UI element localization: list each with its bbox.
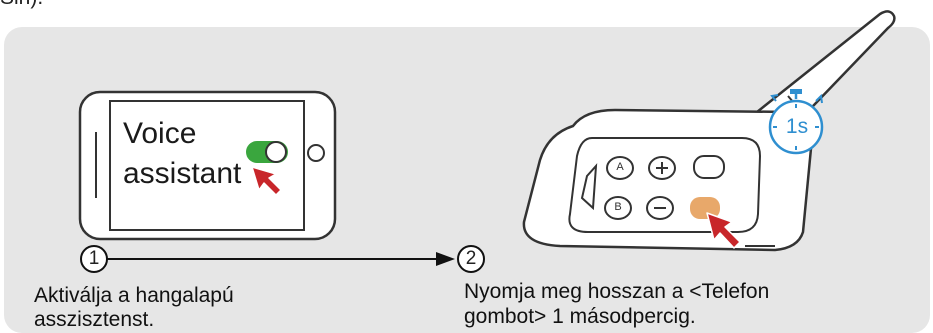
- step-2-text-line2: gombot> 1 másodpercig.: [464, 305, 696, 328]
- step-1-number: 1: [88, 248, 100, 269]
- header-fragment: Sin).: [0, 0, 43, 10]
- timer-label: 1s: [785, 115, 809, 138]
- step-1-text-line1: Aktiválja a hangalapú: [34, 284, 234, 307]
- phone-assistant-label: assistant: [123, 157, 242, 190]
- button-a: [606, 156, 634, 180]
- pointer-arrow-icon: [251, 166, 282, 196]
- step-2-number: 2: [465, 248, 477, 269]
- phone-button-highlighted: [690, 197, 720, 219]
- timer-icon: [768, 89, 824, 155]
- step-2-text-line1: Nyomja meg hosszan a <Telefon: [464, 280, 770, 303]
- step-1-circle: [80, 245, 108, 273]
- button-b-label: B: [614, 201, 622, 213]
- step-2-circle: [457, 245, 485, 273]
- step-1-text-line2: asszisztenst.: [34, 308, 155, 331]
- intercom-device-icon: [522, 10, 896, 252]
- button-b: [604, 196, 632, 220]
- button-a-label: A: [616, 161, 624, 173]
- toggle-switch-icon: [246, 141, 288, 163]
- pointer-arrow-icon: [706, 212, 741, 249]
- smartphone-icon: [78, 90, 337, 241]
- button-top-right: [693, 155, 725, 179]
- step-connector: [107, 252, 455, 266]
- phone-voice-label: Voice: [123, 117, 197, 150]
